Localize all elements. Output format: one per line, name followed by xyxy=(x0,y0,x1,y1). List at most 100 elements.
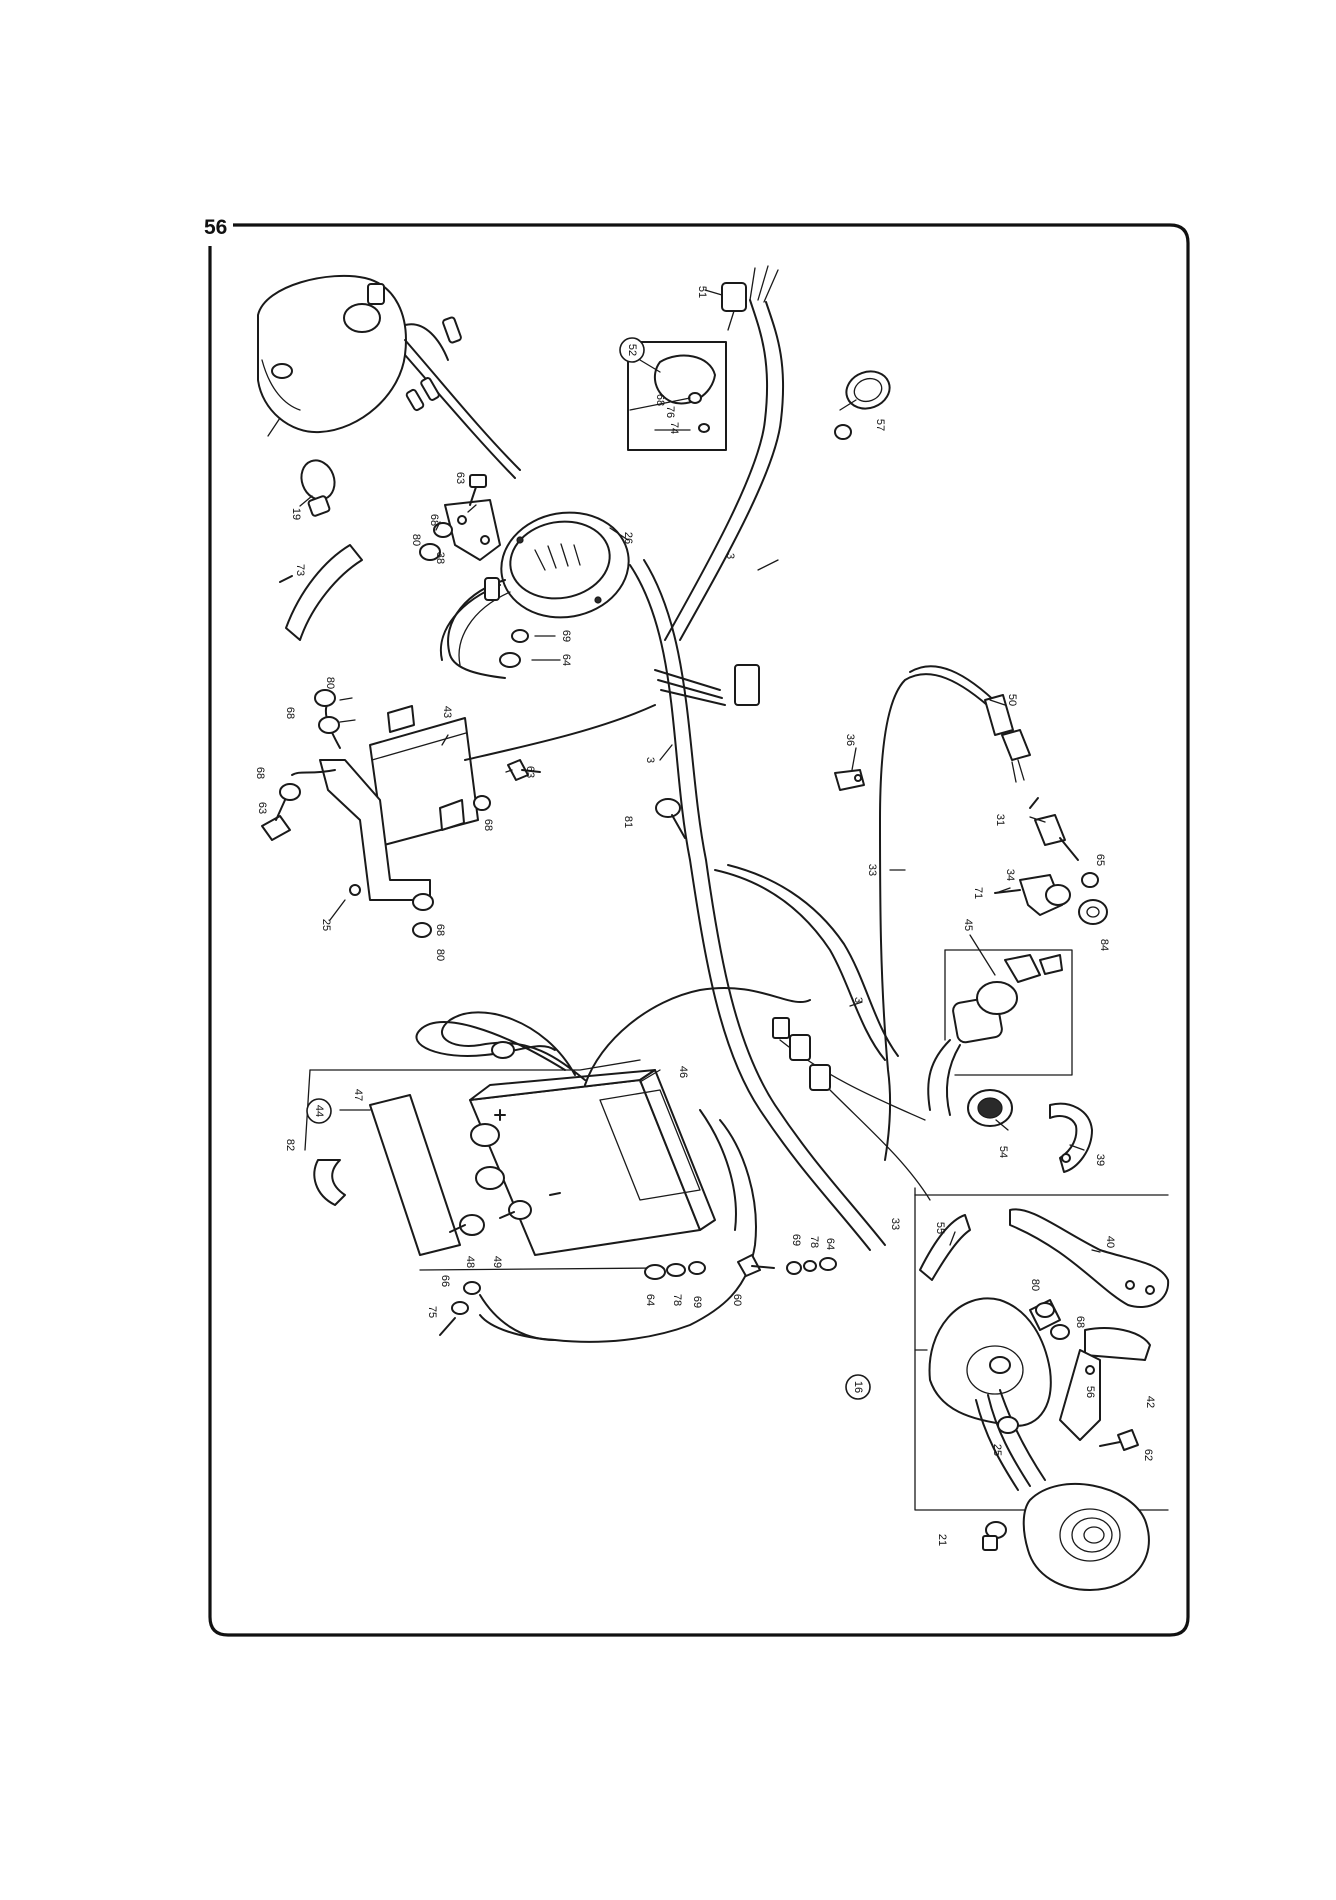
callout-number: 48 xyxy=(464,1256,476,1268)
callout-number: 76 xyxy=(664,406,676,418)
horn xyxy=(439,511,630,679)
main-wiring-harness xyxy=(629,265,931,1251)
socket-54 xyxy=(967,1089,1013,1127)
callout-number: 68 xyxy=(284,707,296,719)
callout-number: 21 xyxy=(936,1534,948,1546)
diagram-frame xyxy=(208,223,1190,1637)
callout-number: 3 xyxy=(724,553,736,559)
callout-54: 54 xyxy=(997,1146,1009,1158)
callout-number: 75 xyxy=(426,1306,438,1318)
callout-number: 56 xyxy=(1084,1386,1096,1398)
callout-68: 68 xyxy=(654,394,666,406)
cable-clip-36 xyxy=(834,769,865,791)
callout-68: 68 xyxy=(254,767,266,779)
callout-number: 68 xyxy=(428,514,440,526)
callout-number: 3 xyxy=(852,997,864,1003)
callout-71: 71 xyxy=(972,887,984,899)
callout-33: 33 xyxy=(866,864,878,876)
callout-number: 39 xyxy=(1094,1154,1106,1166)
callout-number: 42 xyxy=(1144,1396,1156,1408)
callout-leaders xyxy=(299,289,1101,1351)
callout-number: 68 xyxy=(254,767,266,779)
callout-number: 31 xyxy=(994,814,1006,826)
callout-number: 16 xyxy=(852,1381,864,1393)
callout-3: 3 xyxy=(852,997,864,1003)
callout-38: 38 xyxy=(434,552,446,564)
callout-number: 57 xyxy=(874,419,886,431)
callout-number: 36 xyxy=(844,734,856,746)
callout-number: 69 xyxy=(560,630,572,642)
horn-bolt xyxy=(469,474,487,506)
callout-number: 84 xyxy=(1098,939,1110,951)
rear-wiring-bundle xyxy=(975,1389,1046,1491)
callout-63: 63 xyxy=(256,802,268,814)
horn-bracket xyxy=(444,499,501,561)
callout-number: 26 xyxy=(622,532,634,544)
battery-terminals xyxy=(449,1123,532,1236)
stop-switch-31 xyxy=(1029,797,1079,861)
callout-number: 63 xyxy=(524,766,536,778)
callout-3: 3 xyxy=(644,757,656,763)
callout-number: 73 xyxy=(294,564,306,576)
cable-clip-81 xyxy=(655,798,686,839)
harness-connectors xyxy=(772,1017,831,1091)
callout-36: 36 xyxy=(844,734,856,746)
callout-number: 50 xyxy=(1006,694,1018,706)
regulator-unit xyxy=(291,699,656,901)
headlamp-bulb xyxy=(300,459,336,517)
callout-80: 80 xyxy=(434,949,446,961)
callout-65: 65 xyxy=(1094,854,1106,866)
callout-73: 73 xyxy=(294,564,306,576)
callout-26: 26 xyxy=(622,532,634,544)
callout-number: 63 xyxy=(454,472,466,484)
callout-74: 74 xyxy=(668,422,680,434)
callout-number: 69 xyxy=(790,1234,802,1246)
callout-64: 64 xyxy=(824,1238,836,1250)
callout-16: 16 xyxy=(845,1374,871,1400)
callout-57: 57 xyxy=(874,419,886,431)
callout-81: 81 xyxy=(622,816,634,828)
callout-68: 68 xyxy=(434,924,446,936)
callout-number: 38 xyxy=(434,552,446,564)
callout-number: 64 xyxy=(644,1294,656,1306)
callout-number: 74 xyxy=(668,422,680,434)
callout-49: 49 xyxy=(491,1256,503,1268)
callout-34: 34 xyxy=(1004,869,1016,881)
callout-number: 33 xyxy=(889,1218,901,1230)
callout-68: 68 xyxy=(428,514,440,526)
callout-39: 39 xyxy=(1094,1154,1106,1166)
callout-number: 68 xyxy=(1074,1316,1086,1328)
callout-number: 80 xyxy=(434,949,446,961)
callout-number: 80 xyxy=(410,534,422,546)
rubber-sleeve xyxy=(279,544,363,641)
callout-number: 62 xyxy=(1142,1449,1154,1461)
callout-number: 46 xyxy=(677,1066,689,1078)
callout-60: 60 xyxy=(731,1294,743,1306)
callout-circle xyxy=(306,1098,332,1124)
switch-bracket-34 xyxy=(994,874,1071,916)
callout-number: 45 xyxy=(962,919,974,931)
callout-69: 69 xyxy=(691,1296,703,1308)
callout-number: 63 xyxy=(256,802,268,814)
callout-68: 68 xyxy=(284,707,296,719)
callout-31: 31 xyxy=(994,814,1006,826)
nuts-65-84 xyxy=(1078,872,1108,925)
callout-50: 50 xyxy=(1006,694,1018,706)
callout-number: 43 xyxy=(441,706,453,718)
callout-number: 52 xyxy=(626,344,638,356)
callout-62: 62 xyxy=(1142,1449,1154,1461)
rear-lamp-body xyxy=(928,1297,1061,1427)
callout-number: 25 xyxy=(991,1444,1003,1456)
callout-number: 78 xyxy=(808,1236,820,1248)
callout-number: 33 xyxy=(866,864,878,876)
callout-80: 80 xyxy=(324,677,336,689)
regulator-fasteners xyxy=(261,689,541,938)
callout-number: 51 xyxy=(696,286,708,298)
wire-33 xyxy=(879,665,1031,1161)
rear-bracket-40 xyxy=(1009,1208,1170,1308)
callout-63: 63 xyxy=(454,472,466,484)
callout-84: 84 xyxy=(1098,939,1110,951)
callout-number: 68 xyxy=(434,924,446,936)
